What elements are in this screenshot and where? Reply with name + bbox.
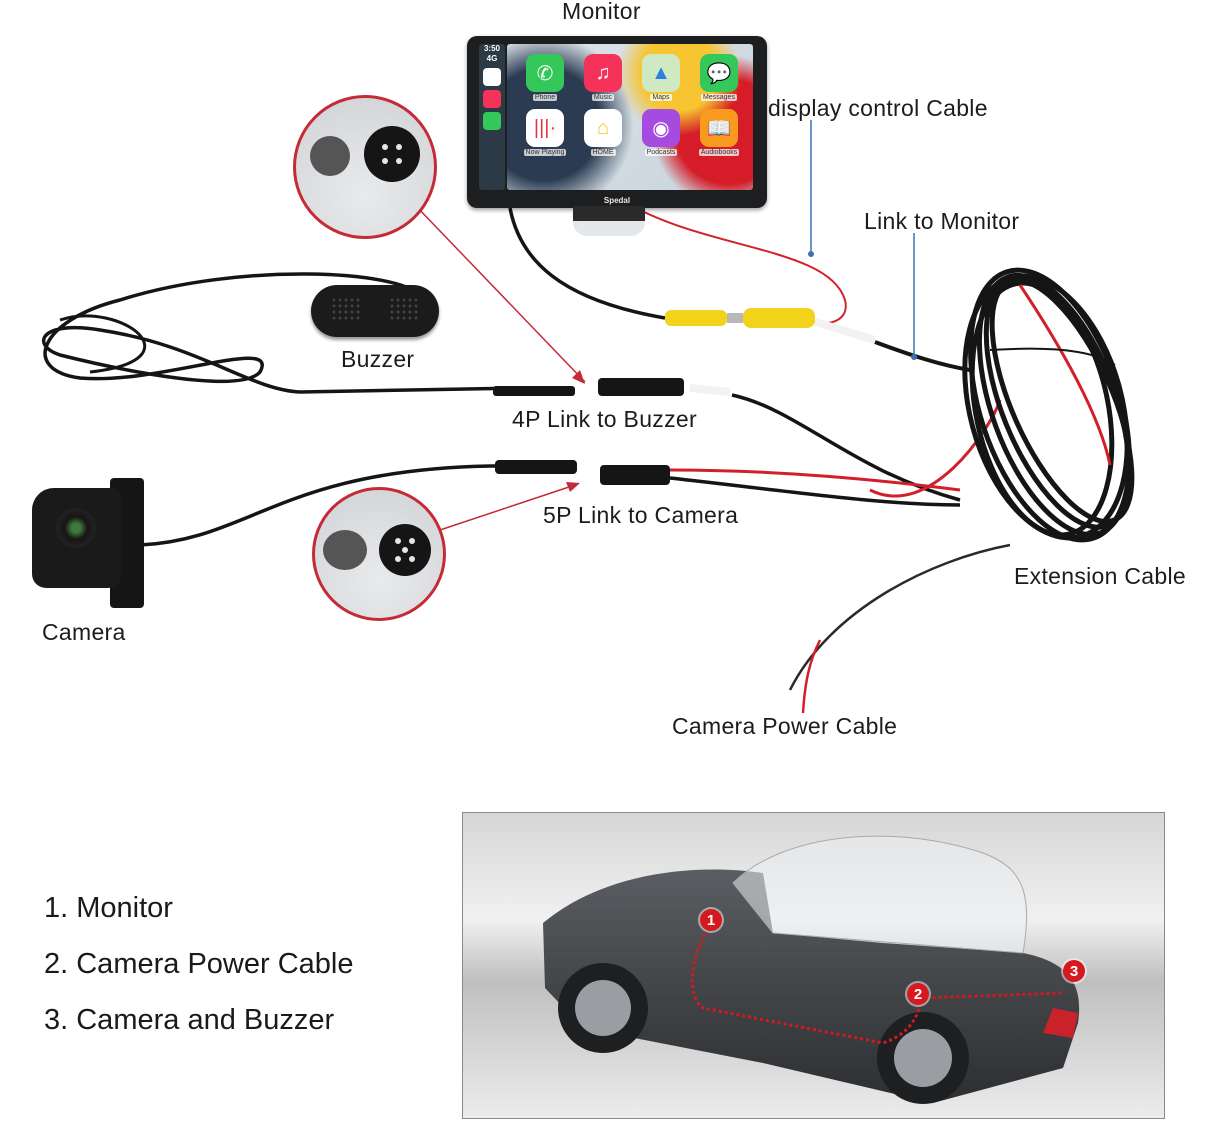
music-icon: ♫ (584, 54, 622, 92)
buzzer-label: Buzzer (341, 346, 415, 372)
monitor-device: 3:50 4G ✆Phone ♫Music ▲Maps 💬Messages ||… (467, 36, 767, 208)
display-control-cable-label: display control Cable (768, 95, 988, 121)
legend-item-power-cable: 2. Camera Power Cable (44, 948, 354, 980)
installation-legend: 1. Monitor 2. Camera Power Cable 3. Came… (44, 880, 353, 1048)
5p-female-plug (323, 530, 367, 570)
app-messages: 💬Messages (693, 54, 745, 101)
phone-icon: ✆ (526, 54, 564, 92)
suction-mount (573, 206, 645, 236)
carplay-screen: ✆Phone ♫Music ▲Maps 💬Messages |||·Now Pl… (507, 44, 753, 190)
extension-cable-coil (962, 267, 1135, 543)
status-signal: 4G (486, 54, 498, 63)
status-time: 3:50 (483, 44, 500, 53)
5p-connector-closeup (312, 487, 446, 621)
4p-female-plug (310, 136, 350, 176)
monitor-brand: Spedal (603, 196, 631, 205)
app-music: ♫Music (577, 54, 629, 101)
marker-3-camera-buzzer: 3 (1063, 960, 1085, 982)
legend-item-monitor: 1. Monitor (44, 892, 173, 924)
camera-device (32, 478, 144, 608)
google-maps-icon (483, 68, 501, 86)
legend-item-camera-buzzer: 3. Camera and Buzzer (44, 1004, 335, 1036)
4p-connector-closeup (293, 95, 437, 239)
app-audiobooks: 📖Audiobooks (693, 109, 745, 156)
music-icon (483, 90, 501, 108)
now-playing-icon: |||· (526, 109, 564, 147)
carplay-sidebar: 3:50 4G (479, 44, 505, 190)
marker-2-power-cable: 2 (907, 983, 929, 1005)
camera-power-cable-label: Camera Power Cable (672, 713, 898, 739)
extension-cable-label: Extension Cable (1014, 563, 1186, 589)
wiring-diagram (41, 120, 1011, 714)
4p-link-label: 4P Link to Buzzer (512, 406, 697, 432)
phone-icon (483, 112, 501, 130)
5p-male-plug (379, 524, 431, 576)
4p-male-plug (364, 126, 420, 182)
car-installation-illustration: 1 2 3 (462, 812, 1165, 1119)
monitor-label: Monitor (562, 0, 641, 24)
car-cutaway (543, 835, 1080, 1104)
app-home: ⌂HOME (577, 109, 629, 156)
camera-lens-icon (56, 508, 96, 548)
maps-icon: ▲ (642, 54, 680, 92)
app-maps: ▲Maps (635, 54, 687, 101)
audiobooks-icon: 📖 (700, 109, 738, 147)
buzzer-device (311, 285, 439, 337)
5p-link-label: 5P Link to Camera (543, 502, 739, 528)
messages-icon: 💬 (700, 54, 738, 92)
app-phone: ✆Phone (519, 54, 571, 101)
link-to-monitor-label: Link to Monitor (864, 208, 1020, 234)
camera-label: Camera (42, 619, 126, 645)
app-podcasts: ◉Podcasts (635, 109, 687, 156)
app-now-playing: |||·Now Playing (519, 109, 571, 156)
home-icon: ⌂ (584, 109, 622, 147)
marker-1-monitor: 1 (700, 909, 722, 931)
podcasts-icon: ◉ (642, 109, 680, 147)
